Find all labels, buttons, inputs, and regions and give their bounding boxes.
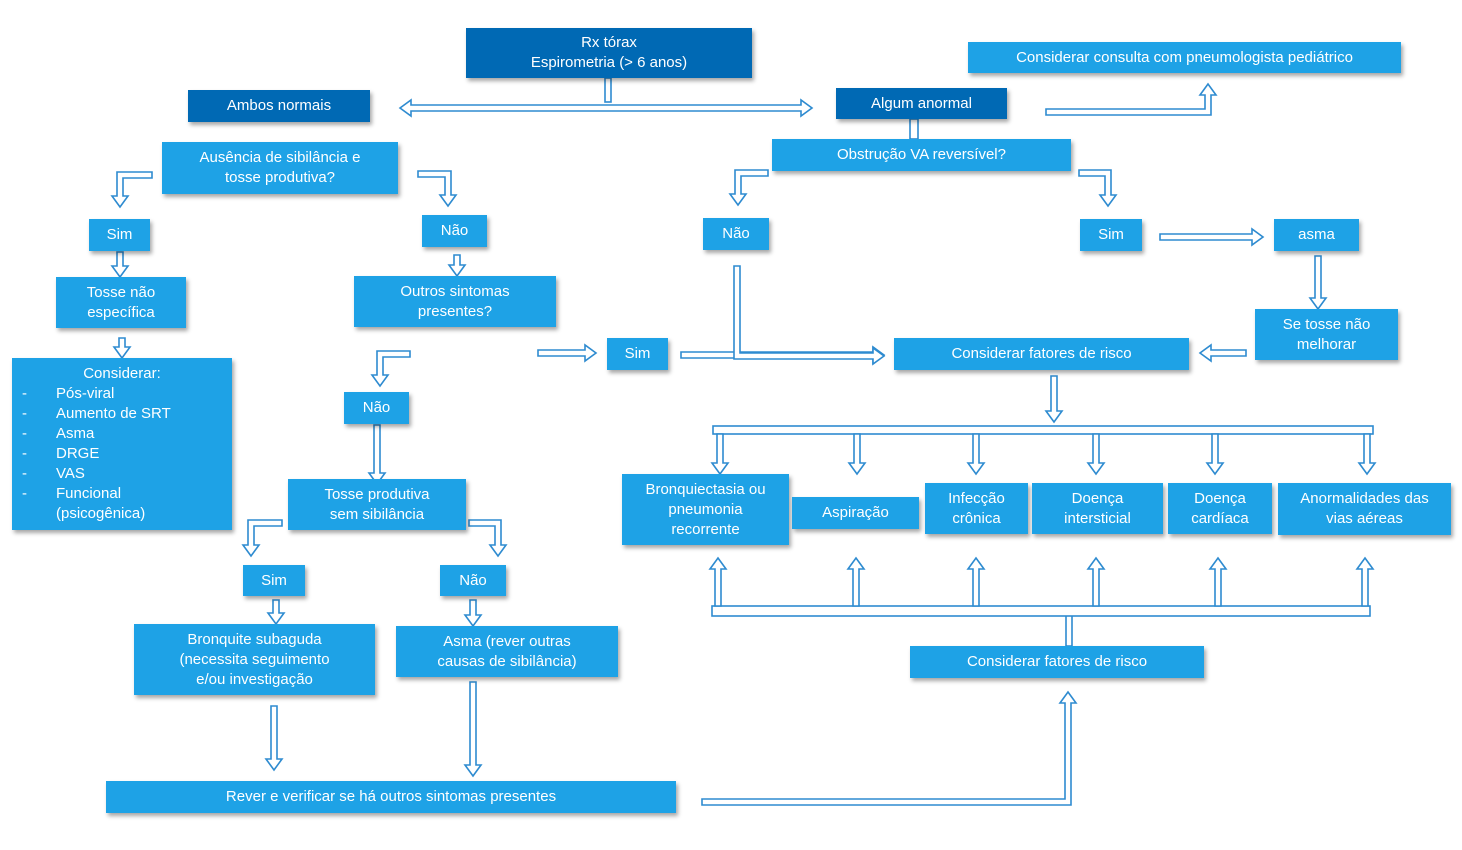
rx-double-arrow [398,98,814,118]
node-tosse-produtiva: Tosse produtiva sem sibilância [288,479,466,530]
node-rx-espirometria: Rx tórax Espirometria (> 6 anos) [466,28,752,78]
node-nao-1: Não [422,215,487,247]
list-item: Aumento de SRT [22,404,171,424]
node-considerar-lista: Considerar: Pós-viral Aumento de SRT Asm… [12,358,232,530]
arrow-tosse-considerar [112,337,132,360]
node-nao-2: Não [703,218,769,250]
arrow-outros-nao [370,350,411,388]
arrow-top-bus-1 [847,433,867,476]
arrow-tosseprod-sim [241,519,283,558]
node-nao-3: Não [344,392,409,424]
arrow-sim-bronquite [266,599,286,626]
list-item: DRGE [22,444,171,464]
node-nao-4: Não [440,565,506,596]
node-considerar-fatores-1: Considerar fatores de risco [894,338,1189,370]
node-tosse-nao-especifica: Tosse não específica [56,277,186,328]
node-algum-anormal: Algum anormal [836,88,1007,119]
arrow-bottom-bus-1 [846,556,866,607]
node-consulta-pneumologista: Considerar consulta com pneumologista pe… [968,42,1401,73]
arrow-nao-fatores [733,265,886,366]
node-infeccao-cronica: Infecção crônica [925,483,1028,534]
arrow-asma-setosse [1308,255,1328,311]
list-item: Asma [22,424,171,444]
node-aspiracao: Aspiração [792,497,919,529]
arrow-bottom-bus-0 [708,556,728,607]
arrow-ausencia-sim [110,171,153,209]
node-doenca-intersticial: Doença intersticial [1032,483,1163,534]
node-ausencia-sibilancia: Ausência de sibilância e tosse produtiva… [162,142,398,194]
arrow-fatores1-bus [1044,375,1064,424]
node-asma: asma [1274,219,1359,251]
node-anormalidades: Anormalidades das vias aéreas [1278,483,1451,535]
arrow-nao-outros [447,254,467,278]
arrow-top-bus-3 [1086,433,1106,476]
arrow-ausencia-nao [417,170,458,208]
arrow-top-bus-5 [1357,433,1377,476]
arrow-top-bus-4 [1205,433,1225,476]
node-asma-rever: Asma (rever outras causas de sibilância) [396,626,618,677]
node-outros-sintomas: Outros sintomas presentes? [354,276,556,327]
arrow-setosse-fatores [1198,343,1247,363]
list-item: Funcional (psicogênica) [22,484,171,524]
arrow-top-bus-2 [966,433,986,476]
arrow-top-bus-0 [710,433,730,476]
considerar-list: Pós-viral Aumento de SRT Asma DRGE VAS F… [22,384,171,524]
list-item: VAS [22,464,171,484]
arrow-bottom-bus-4 [1208,556,1228,607]
arrow-bottom-bus-5 [1355,556,1375,607]
arrow-bronquite-rever [264,705,284,772]
node-considerar-fatores-2: Considerar fatores de risco [910,646,1204,678]
list-item: Pós-viral [22,384,171,404]
node-sim-4: Sim [243,565,305,596]
arrow-tosseprod-nao [468,519,508,558]
bottom-bus-bar [711,605,1371,617]
node-doenca-cardiaca: Doença cardíaca [1168,483,1272,534]
arrow-nao-asmarever [463,599,483,628]
arrow-asmarever-rever [463,681,483,778]
node-ambos-normais: Ambos normais [188,90,370,122]
arrow-to-consulta [1045,82,1218,116]
node-rever-verificar: Rever e verificar se há outros sintomas … [106,781,676,813]
arrow-nao-tosseprod [367,424,387,486]
top-bus-bar [712,425,1374,435]
node-bronquiectasia: Bronquiectasia ou pneumonia recorrente [622,474,789,545]
arrow-outros-sim [537,343,598,363]
considerar-heading: Considerar: [83,365,161,382]
arrow-rever-fatores2 [701,690,1078,806]
node-obstrucao-va: Obstrução VA reversível? [772,139,1071,171]
node-sim-1: Sim [89,219,150,251]
arrow-bottom-bus-3 [1086,556,1106,607]
arrow-obstrucao-sim [1078,169,1118,208]
node-sim-2: Sim [1080,219,1142,251]
arrow-bottom-bus-2 [966,556,986,607]
rx-stem-connector [604,77,612,103]
arrow-obstrucao-nao [728,169,769,207]
arrow-sim-tosse [110,251,130,279]
node-se-tosse-nao-melhorar: Se tosse não melhorar [1255,309,1398,360]
algum-stem-connector [909,118,919,140]
node-bronquite-subaguda: Bronquite subaguda (necessita seguimento… [134,624,375,695]
arrow-sim-asma [1159,227,1265,247]
node-sim-3: Sim [607,338,668,370]
